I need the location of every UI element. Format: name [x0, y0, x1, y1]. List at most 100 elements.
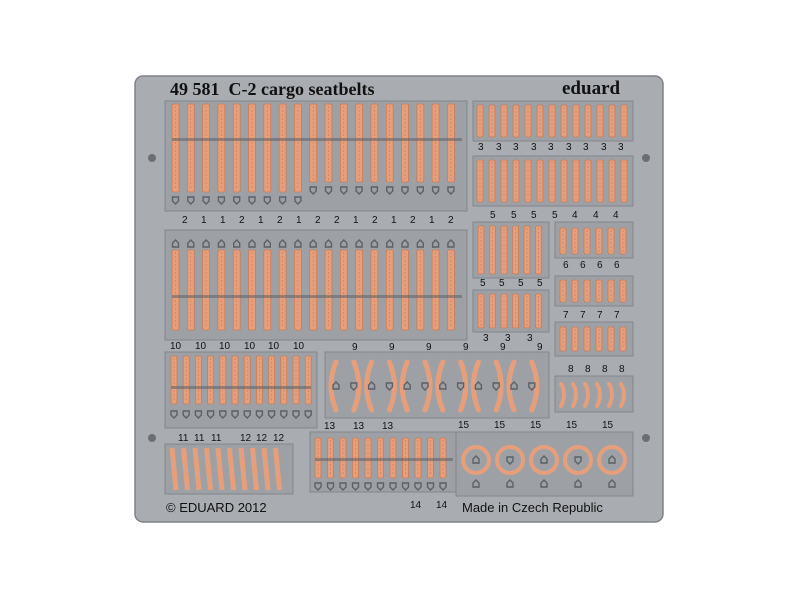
fret-title: 49 581 C-2 cargo seatbelts [170, 79, 374, 100]
belt-buckle [386, 186, 394, 195]
part-number-label: 8 [568, 364, 574, 375]
belt-buckle [278, 239, 287, 248]
belt-buckle [456, 382, 465, 391]
belt-buckle [351, 482, 360, 491]
part-number-label: 3 [566, 142, 572, 153]
belt-buckle [401, 482, 410, 491]
seatbelt-strap [559, 227, 567, 255]
part-number-label: 2 [277, 215, 283, 226]
curved-seatbelt [328, 359, 339, 413]
belt-buckle [389, 482, 397, 491]
part-number-label: 7 [563, 310, 569, 321]
seatbelt-strap [571, 227, 579, 255]
seatbelt-strap [477, 293, 485, 329]
seatbelt-loop [461, 445, 491, 475]
part-number-label: 13 [353, 421, 365, 432]
belt-buckle [355, 239, 363, 248]
part-number-label: 15 [602, 420, 614, 431]
part-number-label: 1 [391, 215, 397, 226]
seatbelt-strap [192, 447, 202, 491]
part-number-label: 10 [293, 341, 305, 352]
belt-buckle [416, 186, 424, 195]
seatbelt-strap [523, 293, 531, 329]
part-number-label: 3 [527, 333, 533, 344]
belt-buckle [171, 196, 180, 205]
seatbelt-strap [536, 159, 544, 203]
part-number-label: 2 [410, 215, 416, 226]
belt-buckle [206, 410, 215, 419]
part-number-label: 12 [240, 433, 252, 444]
seatbelt-strap [250, 447, 259, 491]
part-number-label: 10 [244, 341, 256, 352]
part-number-label: 5 [480, 278, 486, 289]
belt-crossbar [172, 138, 462, 141]
belt-buckle [447, 239, 455, 248]
part-number-label: 3 [618, 142, 624, 153]
belt-buckle [364, 482, 372, 491]
belt-buckle [472, 479, 480, 488]
seatbelt-loop [529, 445, 559, 475]
part-number-label: 15 [494, 420, 506, 431]
part-number-label: 2 [239, 215, 245, 226]
belt-buckle [506, 456, 514, 465]
part-number-label: 6 [597, 260, 603, 271]
curved-seatbelt [364, 359, 375, 413]
part-number-label: 9 [352, 342, 358, 353]
part-number-label: 2 [315, 215, 321, 226]
curved-seatbelt [435, 359, 446, 413]
curved-seatbelt [607, 382, 614, 408]
part-number-label: 14 [436, 500, 448, 511]
curved-seatbelt [571, 382, 578, 408]
belt-buckle [263, 239, 271, 248]
mounting-hole [642, 434, 650, 442]
seatbelt-strap [572, 159, 580, 203]
part-number-label: 6 [614, 260, 620, 271]
belt-buckle [231, 410, 239, 419]
part-number-label: 1 [220, 215, 226, 226]
seatbelt-strap [181, 447, 190, 491]
belt-buckle [401, 239, 409, 248]
fret-panel [455, 431, 634, 497]
belt-buckle [243, 410, 251, 419]
part-number-label: 10 [170, 341, 182, 352]
seatbelt-strap [596, 159, 604, 203]
belt-buckle [267, 410, 276, 419]
belt-buckle [202, 239, 210, 248]
belt-buckle [540, 479, 548, 488]
curved-seatbelt [595, 382, 602, 408]
belt-buckle [574, 479, 582, 488]
belt-buckle [187, 239, 195, 248]
seatbelt-strap [488, 159, 496, 203]
belt-buckle [472, 455, 480, 464]
curved-seatbelt [619, 382, 626, 408]
part-number-label: 5 [499, 278, 505, 289]
belt-buckle [540, 455, 548, 464]
belt-buckle [421, 382, 429, 391]
fret-panel [164, 351, 318, 429]
belt-buckle [439, 381, 447, 390]
belt-buckle [294, 196, 302, 205]
belt-buckle [314, 482, 322, 491]
part-number-label: 7 [614, 310, 620, 321]
part-number-label: 4 [613, 210, 619, 221]
part-number-label: 9 [500, 342, 506, 353]
belt-buckle [414, 482, 422, 491]
belt-buckle [401, 186, 409, 195]
belt-buckle [332, 381, 340, 390]
seatbelt-strap [548, 159, 556, 203]
part-number-label: 5 [531, 210, 537, 221]
product-name: C-2 cargo seatbelts [228, 79, 375, 99]
part-number-label: 14 [410, 500, 422, 511]
belt-buckle [439, 482, 447, 491]
product-code: 49 581 [170, 79, 220, 99]
part-number-label: 10 [268, 341, 280, 352]
part-number-label: 10 [195, 341, 207, 352]
part-number-label: 8 [602, 364, 608, 375]
origin-text: Made in Czech Republic [462, 500, 603, 515]
seatbelt-strap [560, 159, 568, 203]
belt-buckle [431, 239, 440, 248]
belt-buckle [217, 239, 226, 248]
belt-crossbar [315, 458, 453, 461]
part-number-label: 12 [256, 433, 268, 444]
